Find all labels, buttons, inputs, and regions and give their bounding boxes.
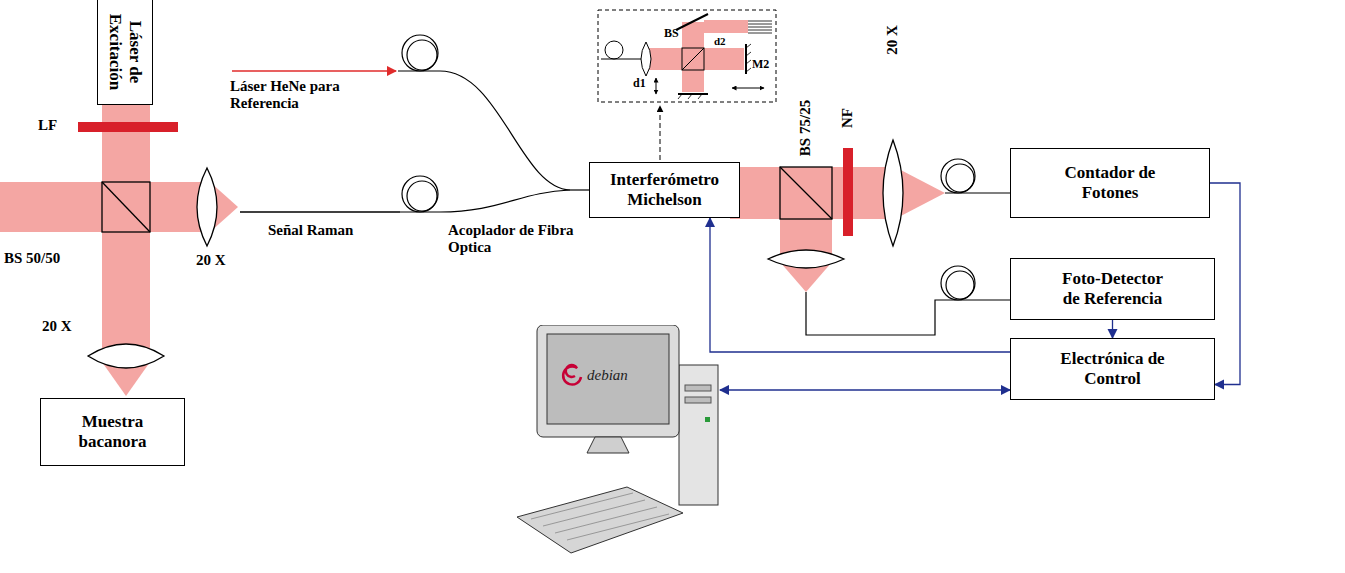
beam-splitter — [682, 48, 704, 70]
part-label: M2 — [752, 58, 769, 72]
objective-lens — [883, 140, 903, 246]
beam-splitter — [780, 167, 832, 219]
dimension-label: d2 — [714, 35, 726, 48]
fiber-coil — [946, 271, 974, 299]
interferometer-box: Interferómetro Michelson — [589, 162, 740, 218]
control-signal — [1112, 320, 1113, 338]
fixed-mirror — [678, 93, 708, 95]
monitor-stand — [587, 437, 629, 453]
computer-drawing — [515, 325, 720, 560]
key-row — [543, 500, 645, 526]
control-box: Electrónica de Control — [1010, 338, 1215, 400]
pc-tower — [679, 365, 718, 505]
hene-beam — [232, 70, 396, 72]
fiber — [945, 192, 1010, 193]
line-filter — [78, 122, 178, 132]
fiber-coil — [407, 181, 437, 211]
debian-swirl — [563, 365, 581, 385]
key-row — [555, 507, 657, 533]
raman-signal-line — [240, 211, 400, 212]
fiber — [806, 292, 1010, 335]
signal-label: Láser HeNe para Referencia — [230, 78, 370, 113]
part-label: 20 X — [196, 252, 226, 269]
detector-box: Foto-Detector de Referencia — [1010, 258, 1215, 320]
beam-splitter — [102, 182, 150, 232]
mirror-travel — [732, 88, 764, 89]
fiber — [570, 189, 589, 190]
raman-beam — [0, 182, 210, 232]
laser-box: Láser de Excitación — [97, 0, 153, 105]
fiber — [398, 70, 440, 71]
inset-frame — [598, 10, 776, 102]
box-label: Electrónica de Control — [1054, 349, 1172, 388]
keyboard — [517, 487, 683, 553]
fiber-coil — [941, 159, 975, 193]
part-label: 20 X — [42, 318, 72, 335]
fiber — [440, 190, 570, 212]
part-label: BS 75/25 — [797, 100, 814, 156]
control-signal — [710, 218, 1010, 352]
key-row — [531, 493, 633, 519]
control-signal — [720, 389, 1010, 390]
interference-fringes — [748, 21, 772, 33]
drive-bay — [685, 397, 711, 403]
objective-lens — [197, 168, 217, 246]
box-label: Foto-Detector de Referencia — [1054, 269, 1172, 308]
monitor-screen — [547, 334, 669, 424]
detector-box: Contador de Fotones — [1010, 148, 1210, 218]
inset-beam — [682, 22, 704, 92]
power-led — [705, 417, 710, 422]
fiber — [400, 211, 440, 212]
moving-mirror — [745, 44, 747, 74]
fiber-coil — [941, 266, 975, 300]
drive-bay — [685, 385, 711, 391]
part-label: LF — [38, 117, 57, 134]
beam-splitter-face — [682, 48, 704, 70]
part-label: Acoplador de Fibra Optica — [448, 222, 578, 257]
signal-label: Señal Raman — [268, 222, 353, 239]
computer-icon: debian — [515, 325, 720, 560]
objective-lens — [88, 344, 164, 368]
beam-splitter-face — [780, 167, 832, 219]
box-label: Muestra bacanora — [53, 412, 173, 451]
box-label: Láser de Excitación — [105, 4, 144, 99]
fiber-coil — [402, 176, 438, 212]
part-label: NF — [839, 108, 856, 128]
mirror-hatch — [678, 44, 751, 99]
notch-filter — [843, 148, 853, 236]
fiber-coil — [402, 35, 438, 71]
key-row — [567, 514, 669, 540]
fiber-coil — [605, 41, 623, 59]
fiber — [601, 59, 642, 60]
inset-pointer — [660, 106, 661, 160]
fixed-mirror — [676, 14, 708, 30]
part-label: BS — [664, 27, 679, 41]
collimating-lens — [641, 42, 651, 76]
fiber — [440, 71, 570, 190]
part-label: BS 50/50 — [4, 250, 60, 267]
output-beam — [730, 167, 892, 219]
dimension-label: d1 — [633, 77, 646, 91]
path-d1 — [656, 78, 657, 94]
box-label: Contador de Fotones — [1050, 163, 1170, 202]
inset-output-beam — [704, 20, 748, 33]
monitor — [537, 325, 679, 437]
logo-text: debian — [587, 367, 628, 384]
beam-splitter-face — [102, 182, 150, 232]
fiber-coil — [407, 40, 437, 70]
sample-box: Muestra bacanora — [40, 398, 185, 466]
fiber-coil — [946, 164, 974, 192]
focusing-lens — [768, 250, 844, 268]
box-label: Interferómetro Michelson — [597, 170, 732, 209]
part-label: 20 X — [884, 25, 901, 55]
